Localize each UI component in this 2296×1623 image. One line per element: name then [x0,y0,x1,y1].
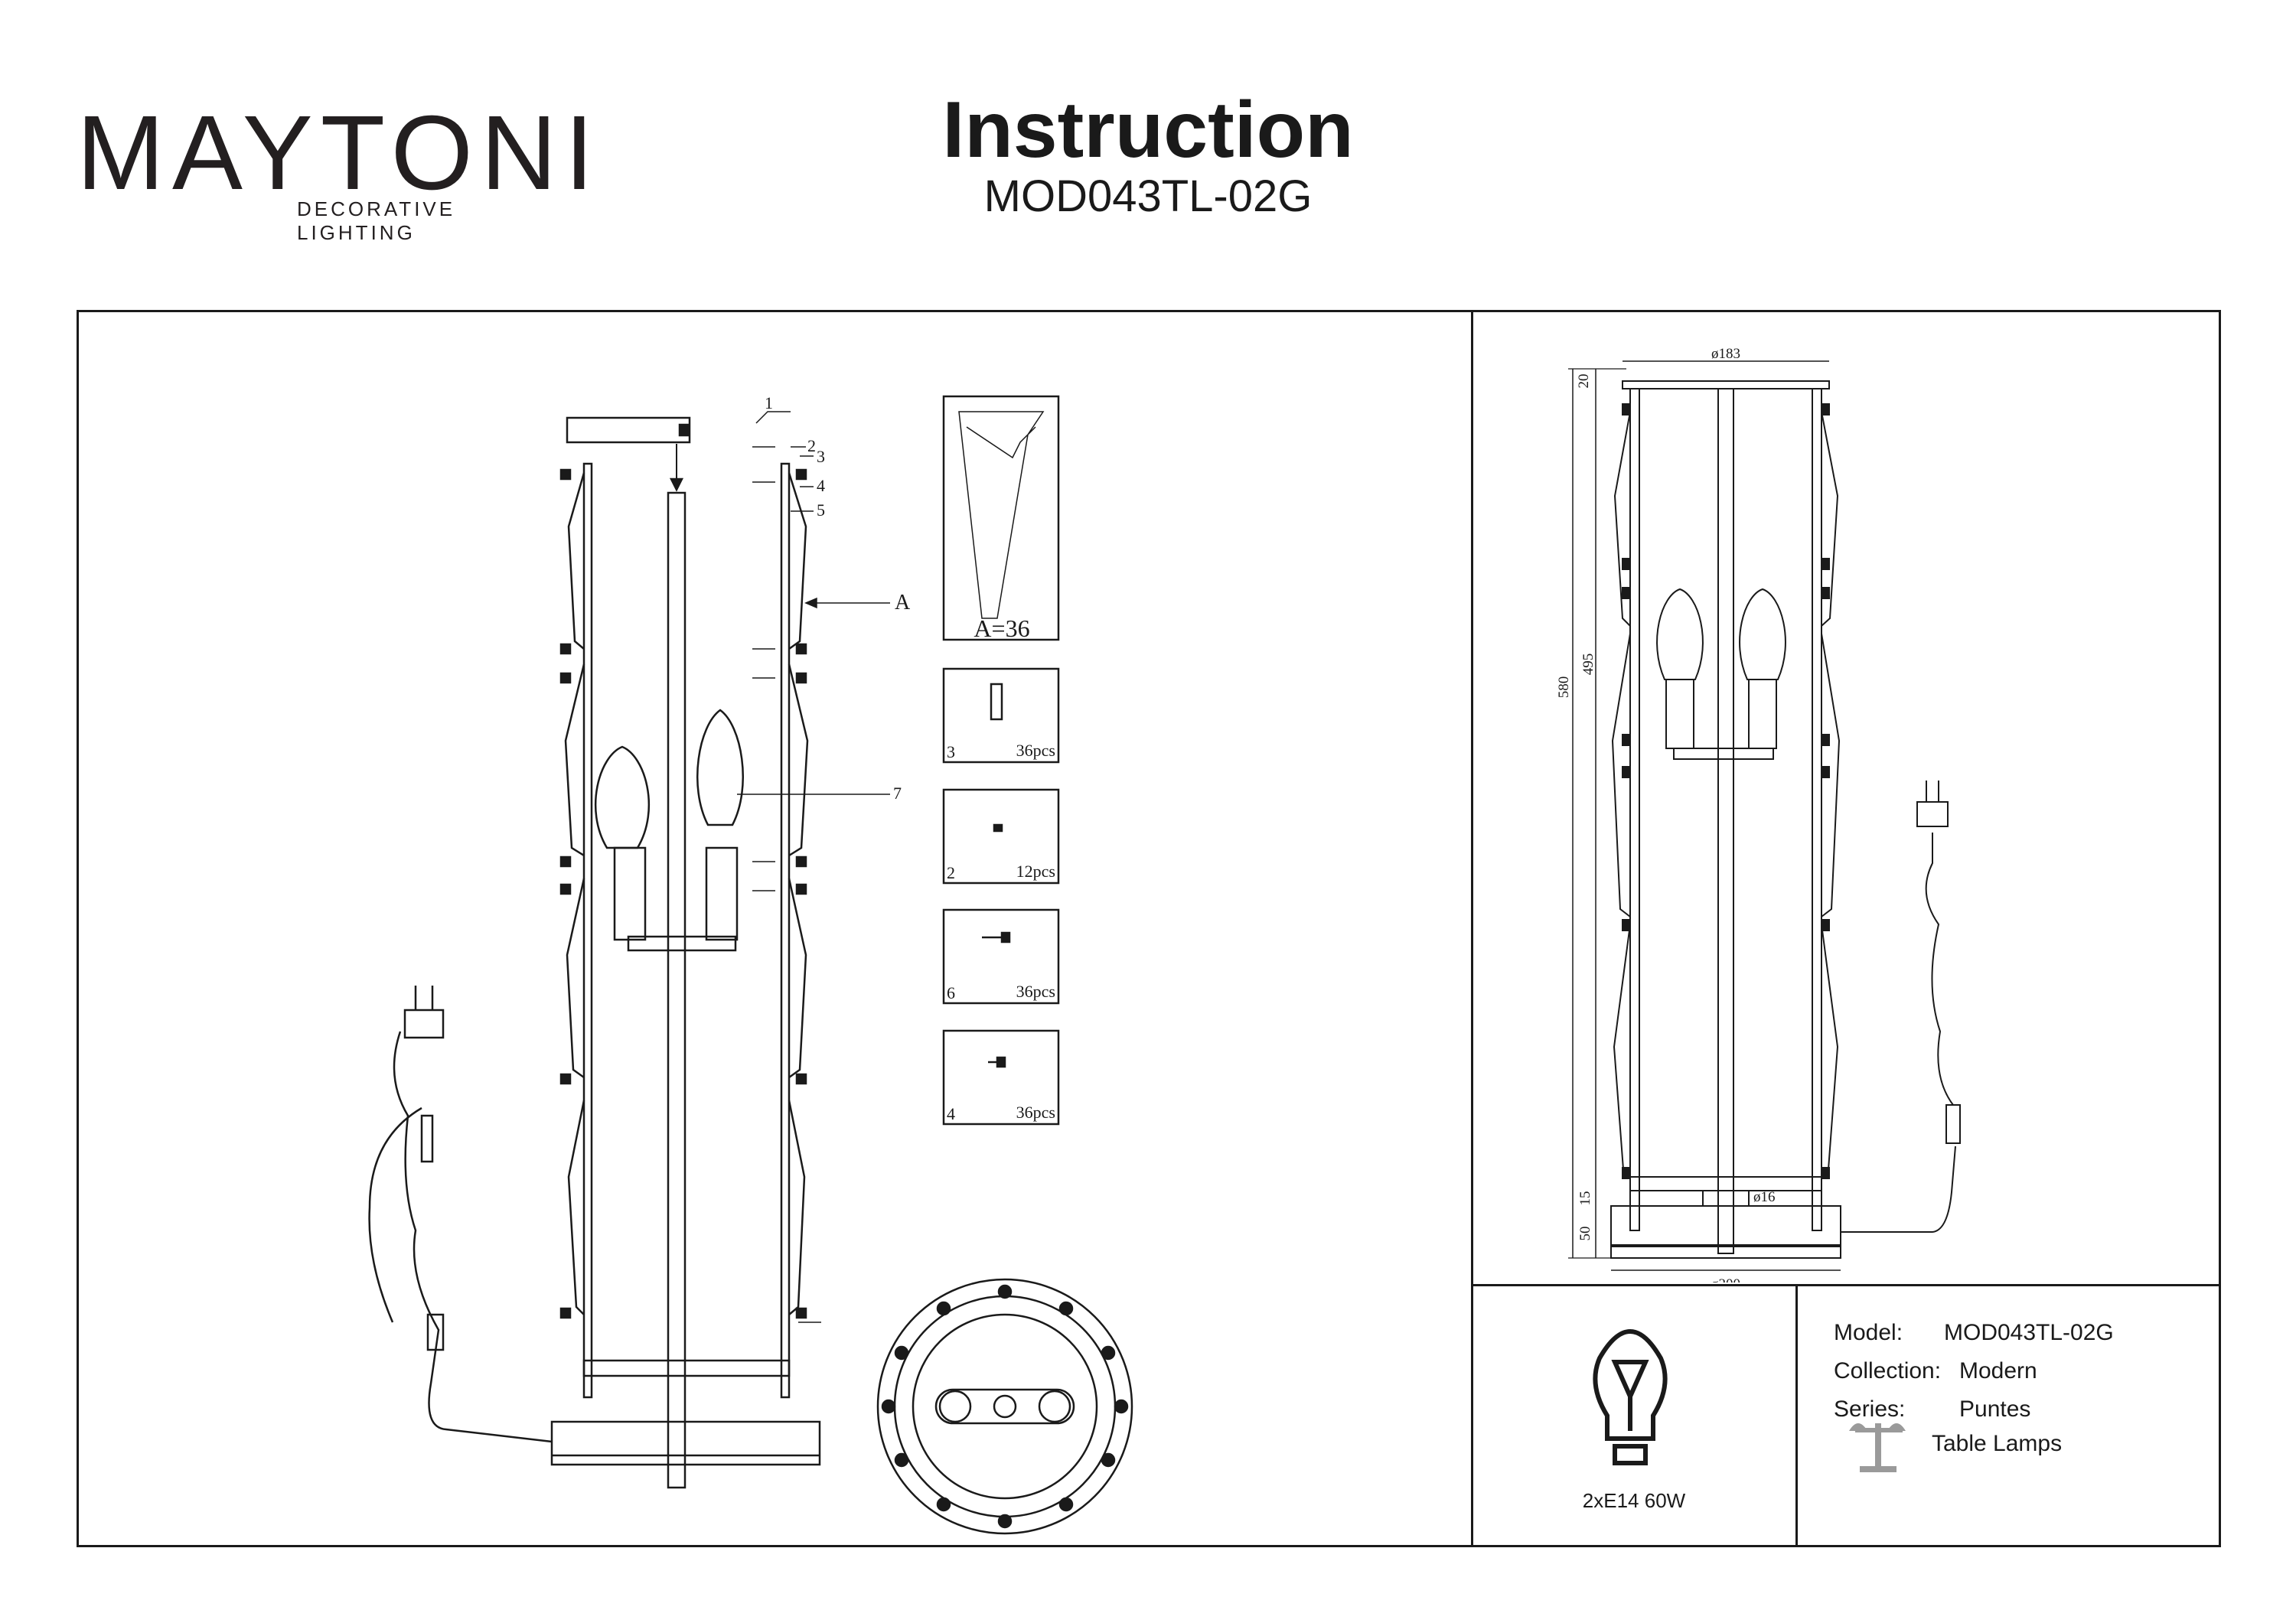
callout-4: 4 [817,476,825,495]
callout-7: 7 [893,784,902,803]
part-4-qty: 36pcs [1016,1103,1055,1122]
assembly-drawing: 1 2 3 4 5 7 A A=36 3 36pcs 2 12pcs 6 36p… [368,393,1133,1535]
brand-tagline: DECORATIVE LIGHTING [297,197,456,244]
page-title: Instruction [942,86,1354,174]
series-label: Series: [1834,1396,1906,1422]
part-6-qty: 36pcs [1016,982,1055,1001]
brand-logo: MAYTONI DECORATIVE LIGHTING [77,99,594,244]
model-code-heading: MOD043TL-02G [983,171,1313,221]
info-divider [1795,1284,1798,1547]
collection-value: Modern [1959,1358,2037,1383]
dim-stem-height: 15 [1577,1191,1593,1206]
part-3-label: 3 [947,742,955,761]
dim-total-height: 580 [1556,676,1572,699]
model-value: MOD043TL-02G [1944,1320,2114,1345]
dim-body-height: 495 [1580,653,1596,676]
dim-top-diameter: ø183 [1711,346,1740,362]
part-2-label: 2 [947,863,955,882]
product-category: Table Lamps [1932,1431,2063,1456]
dim-top-height: 20 [1576,374,1592,389]
part-4-label: 4 [947,1104,955,1123]
callout-a: A [895,591,911,614]
part-3-qty: 36pcs [1016,741,1055,760]
model-label: Model: [1834,1320,1903,1345]
frame-divider-horizontal [1471,1284,2221,1286]
callout-3: 3 [817,447,825,466]
part-6-label: 6 [947,983,955,1002]
dim-base-height: 50 [1577,1227,1593,1241]
collection-label: Collection: [1834,1358,1942,1383]
dim-stem-diameter: ø16 [1753,1189,1776,1205]
dim-base-diameter: ø200 [1711,1276,1740,1282]
callout-2: 2 [807,436,816,455]
dimension-drawing: ø183 20 495 580 15 ø16 50 ø200 [1556,346,1961,1282]
series-value: Puntes [1959,1396,2031,1422]
drawing-frame [77,310,2221,1547]
callout-5: 5 [817,500,825,520]
brand-name: MAYTONI [77,94,602,212]
callout-1: 1 [765,393,773,412]
part-2-qty: 12pcs [1016,862,1055,881]
lamp-spec: 2xE14 60W [1582,1489,1686,1512]
table-lamp-icon [1849,1423,1906,1472]
frame-divider-vertical [1471,310,1473,1547]
bulb-icon [1593,1328,1668,1465]
part-a-label: A=36 [974,614,1029,642]
